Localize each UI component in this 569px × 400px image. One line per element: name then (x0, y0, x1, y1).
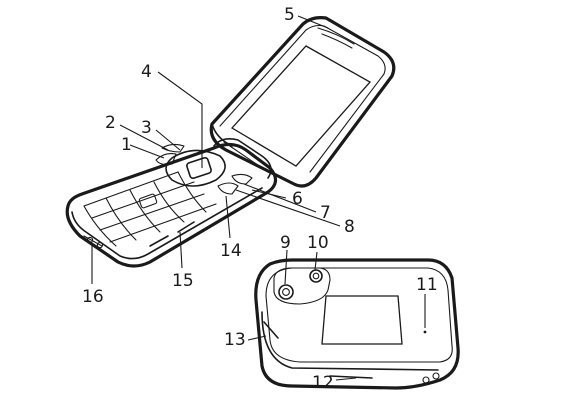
end-key (231, 173, 253, 185)
closed-phone (254, 258, 460, 390)
callout-15: 15 (172, 271, 194, 291)
leader-lines (91, 15, 426, 381)
callout-13: 13 (224, 330, 246, 350)
callout-1: 1 (121, 135, 132, 155)
callout-10: 10 (307, 233, 329, 253)
camera-lens (278, 284, 294, 300)
open-phone (65, 16, 396, 268)
callout-7: 7 (320, 203, 331, 223)
main-display (230, 45, 372, 167)
callout-3: 3 (141, 118, 152, 138)
nav-key (165, 149, 226, 187)
upper-lid (209, 16, 396, 188)
callout-8: 8 (344, 217, 355, 237)
side-slot (329, 375, 373, 379)
left-selection-key (155, 153, 177, 166)
callout-6: 6 (292, 189, 303, 209)
number-keys (83, 171, 217, 247)
callout-2: 2 (105, 113, 116, 133)
callout-16: 16 (82, 287, 104, 307)
keypad-half (65, 138, 278, 268)
callout-9: 9 (280, 233, 291, 253)
volume-key (149, 235, 169, 247)
select-key (186, 156, 212, 180)
callout-14: 14 (220, 241, 242, 261)
callout-4: 4 (141, 62, 152, 82)
callout-11: 11 (416, 275, 438, 295)
callout-5: 5 (284, 5, 295, 25)
side-key (177, 221, 195, 233)
callout-labels: 1 2 3 4 5 6 7 8 9 10 11 12 13 14 15 16 (82, 5, 438, 393)
callout-12: 12 (312, 373, 334, 393)
flash (309, 269, 323, 283)
outer-display (321, 295, 403, 345)
right-selection-key (217, 182, 239, 195)
